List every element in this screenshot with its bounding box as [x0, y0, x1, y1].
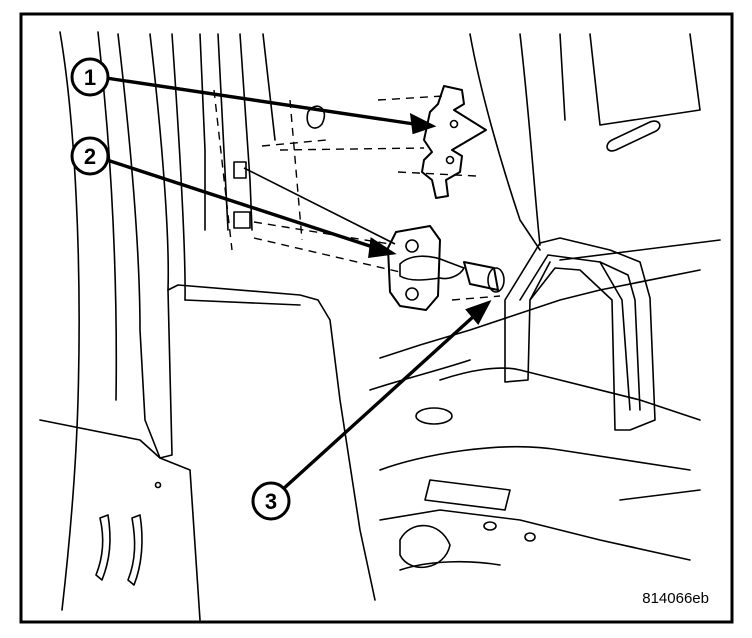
dash-pillar-b [289, 99, 303, 241]
dash-plate-top [377, 95, 445, 101]
jamb-panel [167, 284, 376, 601]
lower-slot-b [127, 514, 143, 586]
striker-plate [421, 85, 487, 199]
lower-dot [154, 481, 162, 489]
arrowhead-2 [368, 237, 397, 258]
striker-hole-a [405, 239, 419, 253]
body-pillar-b [262, 33, 276, 141]
seat-bracket-inner [519, 254, 641, 411]
pillar-face [117, 33, 161, 459]
plate-hole-b [445, 155, 455, 165]
arrowhead-3 [465, 299, 492, 326]
alignment-lines [213, 89, 501, 301]
floor-hole-b [483, 521, 497, 531]
bolt-head [487, 267, 505, 293]
floor-panel [379, 445, 691, 471]
striker [387, 225, 441, 311]
dash-striker-top [253, 221, 391, 245]
body-panel-top [559, 33, 566, 121]
panel-lower [559, 239, 721, 261]
upper-slot [306, 105, 326, 129]
lower-slot-a [95, 514, 111, 581]
floor-lower [379, 509, 691, 561]
right-slot [606, 120, 661, 152]
floor-pocket [399, 524, 451, 569]
pillar-flange [149, 33, 173, 459]
leader-lines [105, 76, 492, 492]
body-panel-edge [519, 33, 541, 246]
door-jamb-face [199, 33, 206, 231]
jamb-slot-b [233, 211, 251, 229]
sill-left [379, 269, 701, 359]
callout-3: 3 [251, 481, 291, 521]
seat-bracket-rib [529, 261, 631, 411]
striker-loop [399, 255, 465, 281]
dash-striker-bottom [253, 237, 401, 273]
striker-hole-b [405, 287, 419, 301]
callout-1: 1 [70, 57, 110, 97]
sill-lower [369, 359, 471, 391]
jamb-panel-edge [184, 299, 301, 306]
floor-trim [399, 560, 501, 571]
jamb-slot-a [233, 161, 247, 179]
figure-id: 814066eb [642, 590, 709, 607]
callout-3-label: 3 [265, 489, 277, 514]
callout-1-label: 1 [84, 65, 96, 90]
seat-bracket-outer [504, 237, 656, 431]
lower-panel [39, 419, 201, 621]
body-panel-left [469, 33, 541, 251]
leader-1 [105, 76, 415, 126]
floor-channel [424, 479, 511, 511]
body-pillar [239, 33, 253, 231]
quarter-window [589, 33, 701, 126]
pillar-outline [59, 31, 80, 611]
figure-border [19, 12, 734, 624]
callout-2: 2 [70, 136, 110, 176]
line-drawing [39, 31, 721, 621]
arrowhead-1 [409, 113, 437, 135]
guide-line [243, 167, 396, 245]
dash-pillar-c [261, 139, 327, 147]
floor-hole-c [524, 532, 536, 542]
floor-hole-a [415, 407, 453, 425]
striker-bolt [463, 261, 499, 291]
door-jamb-left [171, 33, 186, 301]
floor-rise [439, 367, 701, 421]
dash-plate-mid [279, 147, 425, 151]
floor-edge-right [619, 489, 701, 501]
leader-3 [280, 314, 476, 492]
callout-2-label: 2 [84, 144, 96, 169]
leader-2 [106, 158, 377, 250]
plate-hole-a [449, 119, 459, 129]
